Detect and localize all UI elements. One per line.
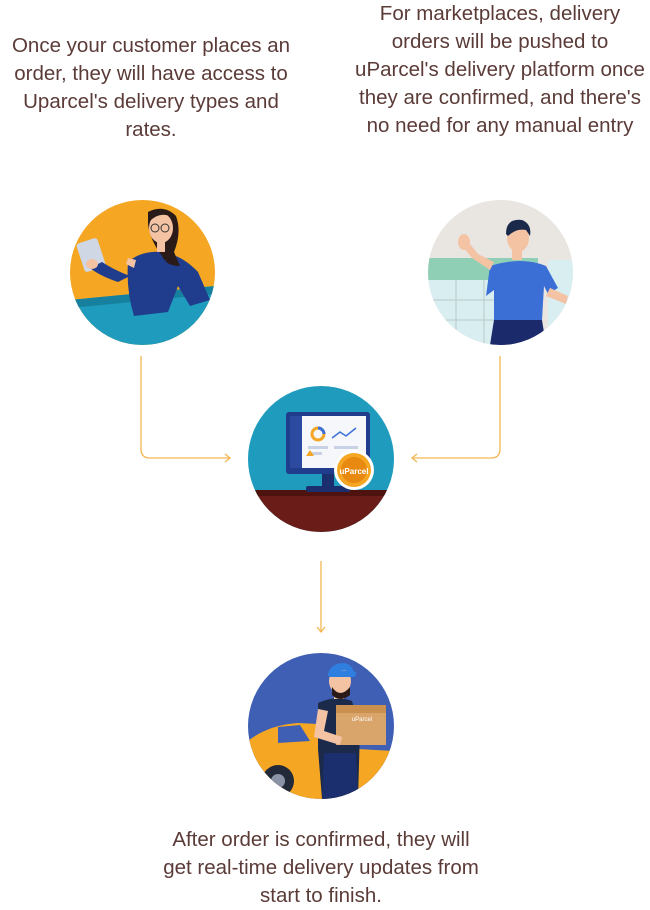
customer-tablet-illustration [70, 200, 215, 345]
step-customer-order-text: Once your customer places an order, they… [11, 34, 291, 141]
step-realtime-updates-text: After order is confirmed, they will get … [163, 828, 479, 907]
uparcel-badge-logo: uParcel [340, 467, 369, 476]
courier-delivery-illustration: uParcel [248, 653, 394, 799]
connector-right [412, 356, 501, 459]
connector-right-arrowhead [410, 453, 418, 463]
connector-down-arrowhead [316, 626, 326, 634]
marketplace-user-illustration [428, 200, 573, 345]
step-marketplace-push-text: For marketplaces, delivery orders will b… [355, 2, 645, 137]
connector-left-arrowhead [224, 453, 232, 463]
parcel-box-logo: uParcel [352, 717, 372, 723]
uparcel-platform-monitor-illustration: uParcel [248, 386, 394, 532]
connector-left [140, 356, 230, 459]
